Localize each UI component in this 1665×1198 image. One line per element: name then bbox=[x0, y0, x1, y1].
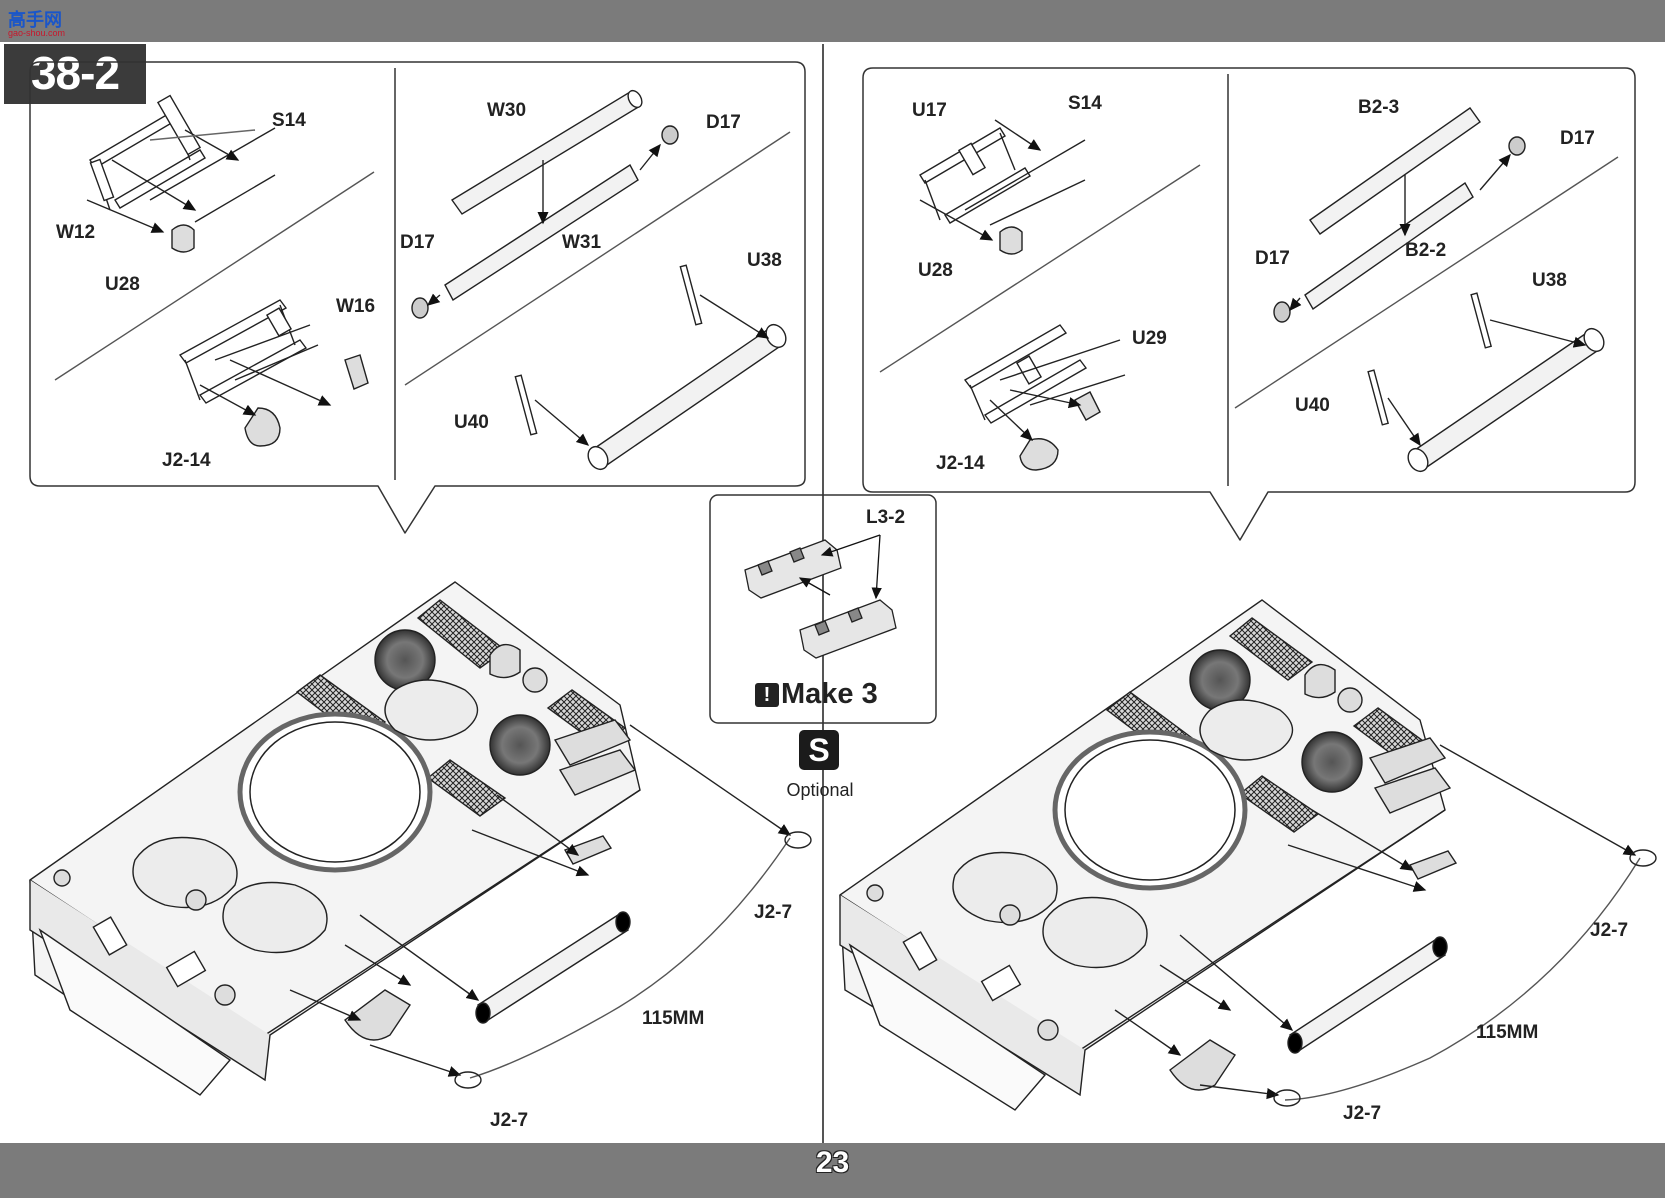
label-j2-7-right-2: J2-7 bbox=[1590, 920, 1629, 941]
label-d17-top: D17 bbox=[706, 112, 741, 133]
label-w16: W16 bbox=[336, 296, 376, 317]
make-text: Make 3 bbox=[781, 678, 878, 710]
right-hull-drawing bbox=[839, 599, 1657, 1111]
page-number: 23 bbox=[815, 1146, 850, 1179]
step-number: 38-2 bbox=[30, 47, 120, 99]
label-u29: U29 bbox=[1132, 328, 1167, 349]
label-b2-3: B2-3 bbox=[1358, 97, 1400, 118]
label-d17-left-right: D17 bbox=[1255, 248, 1290, 269]
label-s14-right: S14 bbox=[1068, 93, 1102, 114]
label-u40: U40 bbox=[454, 412, 489, 433]
label-d17-top-right: D17 bbox=[1560, 128, 1595, 149]
label-cable-length-2: 115MM bbox=[1476, 1022, 1539, 1043]
right-callout-box bbox=[862, 67, 1636, 541]
warning-icon: ! bbox=[755, 683, 779, 707]
top-bar bbox=[0, 0, 1665, 42]
label-j2-7-bottom: J2-7 bbox=[490, 1110, 529, 1131]
label-j2-7-bottom-2: J2-7 bbox=[1343, 1103, 1382, 1124]
page-divider bbox=[822, 44, 824, 1143]
make-quantity: !Make 3 bbox=[755, 678, 915, 711]
left-callout-box bbox=[29, 61, 806, 534]
track-link-detail bbox=[744, 534, 897, 659]
label-u38: U38 bbox=[747, 250, 782, 271]
label-u28: U28 bbox=[105, 274, 140, 295]
label-j2-14-right: J2-14 bbox=[936, 453, 985, 474]
left-frame-detail bbox=[54, 94, 375, 447]
label-j2-7-right: J2-7 bbox=[754, 902, 793, 923]
label-w30: W30 bbox=[487, 100, 527, 121]
label-u28-right: U28 bbox=[918, 260, 953, 281]
right-tube-detail bbox=[1234, 107, 1619, 473]
label-b2-2: B2-2 bbox=[1405, 240, 1447, 261]
optional-icon: S bbox=[799, 730, 839, 770]
label-u17: U17 bbox=[912, 100, 947, 121]
optional-label: Optional bbox=[786, 780, 854, 800]
label-w12: W12 bbox=[56, 222, 96, 243]
site-logo: 高手网 gao-shou.com bbox=[8, 6, 70, 40]
label-u38-right: U38 bbox=[1532, 270, 1567, 291]
left-tube-detail bbox=[404, 89, 791, 471]
label-s14: S14 bbox=[272, 110, 306, 131]
logo-subtext: gao-shou.com bbox=[8, 28, 66, 38]
left-hull-drawing bbox=[29, 581, 812, 1096]
center-option-box bbox=[709, 494, 937, 724]
step-number-badge: 38-2 bbox=[4, 44, 146, 104]
logo-text: 高手网 bbox=[8, 10, 62, 30]
label-j2-14: J2-14 bbox=[162, 450, 211, 471]
right-frame-detail bbox=[879, 119, 1201, 471]
label-u40-right: U40 bbox=[1295, 395, 1330, 416]
label-l3-2: L3-2 bbox=[866, 507, 906, 528]
label-cable-length: 115MM bbox=[642, 1008, 705, 1029]
label-d17-left: D17 bbox=[400, 232, 435, 253]
bottom-bar bbox=[0, 1143, 1665, 1198]
label-w31: W31 bbox=[562, 232, 602, 253]
